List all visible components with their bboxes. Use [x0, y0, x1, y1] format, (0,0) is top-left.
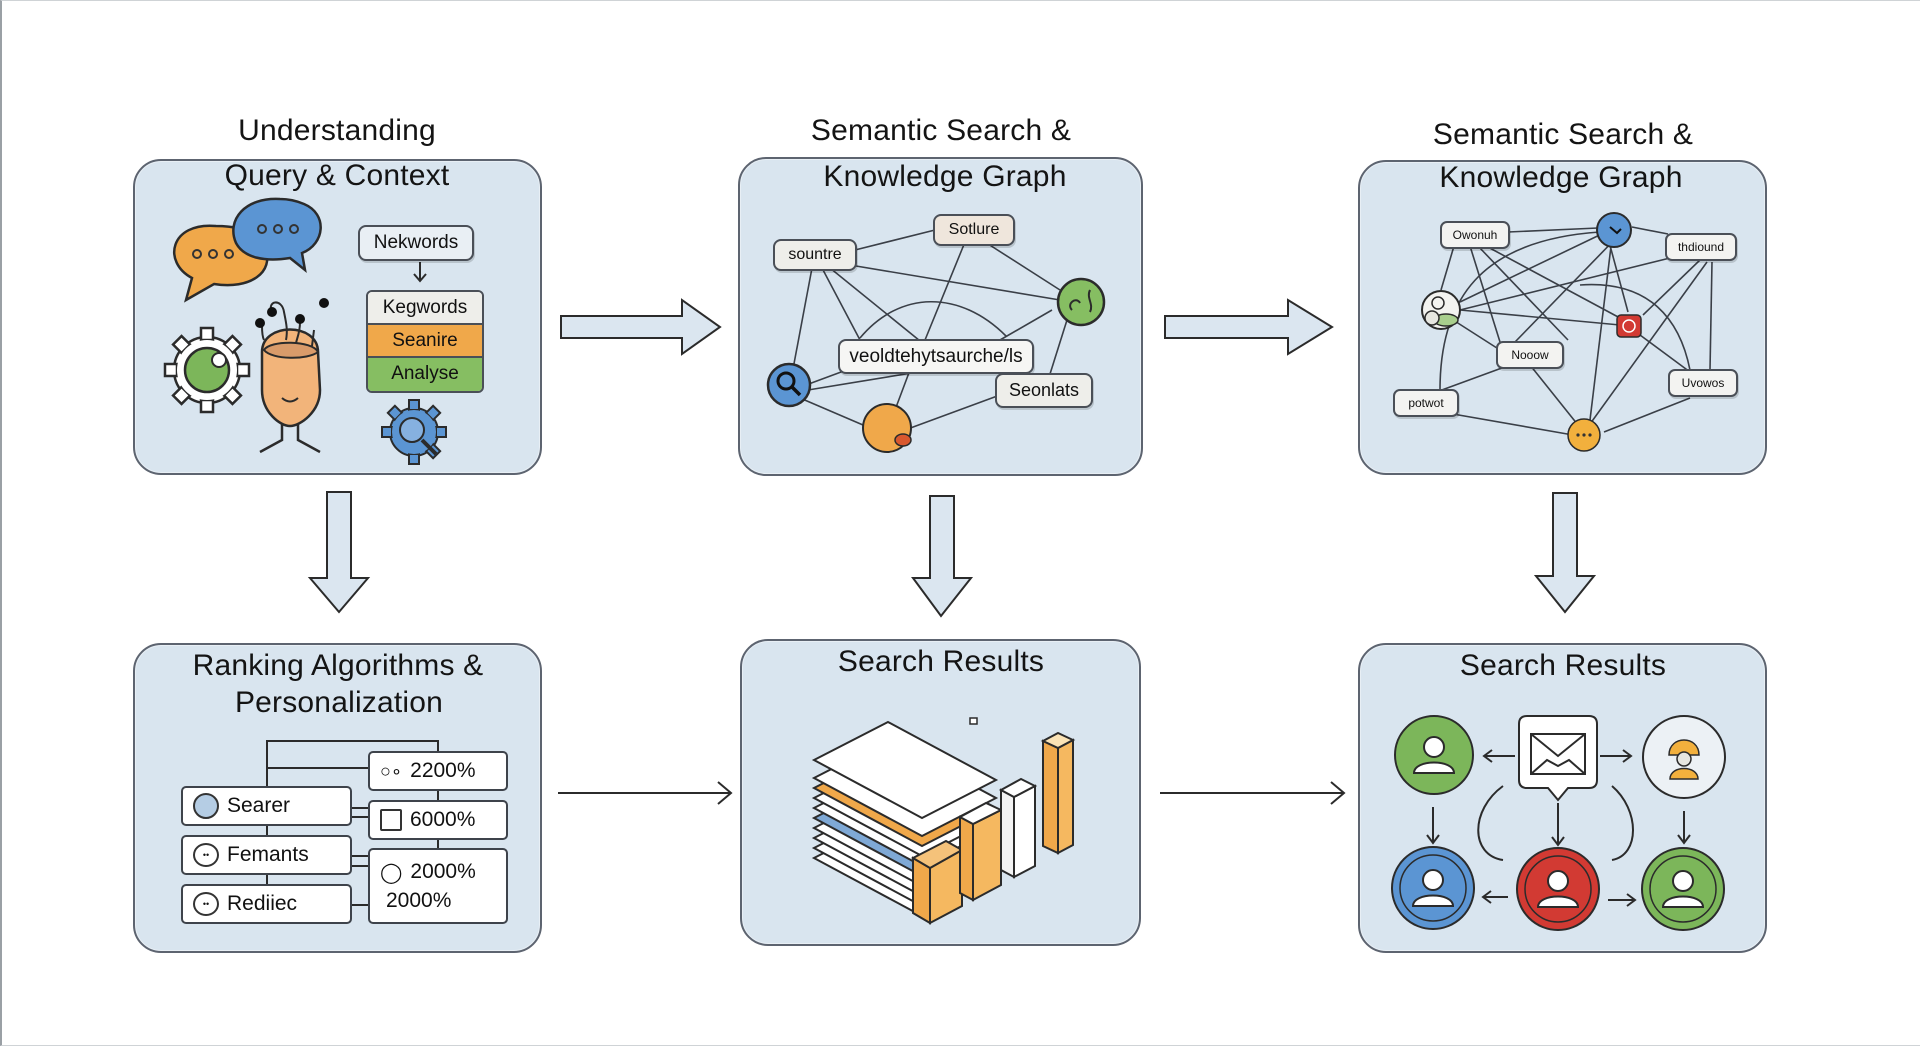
chat-face-icon: ••	[193, 843, 219, 867]
rank-item-rediiec: •• Rediiec	[181, 884, 352, 924]
rank-item-femants: •• Femants	[181, 835, 352, 875]
rank-value-2: 6000%	[368, 800, 508, 840]
circles-icon: ○∘	[380, 760, 403, 781]
orange-node-icon	[862, 403, 912, 453]
graph-node-veoldtehytsaurche: veoldtehytsaurche/ls	[838, 339, 1034, 374]
rank-value: 2000%	[410, 860, 476, 883]
user-search-icon	[193, 793, 219, 819]
arrow-line-2-icon	[1160, 781, 1346, 805]
arrow-down-1-icon	[307, 491, 371, 614]
globe-node-icon	[1056, 277, 1106, 327]
mail-icon	[1518, 715, 1598, 802]
keywords-box: Nekwords	[358, 225, 474, 261]
semantic-1-title-line2: Knowledge Graph	[823, 160, 1067, 193]
person-head-icon	[255, 298, 329, 454]
chat-face-icon: ••	[193, 892, 219, 916]
semantic-2-title-line2: Knowledge Graph	[1439, 161, 1683, 194]
gear-icon	[163, 326, 251, 414]
arrow-down-2-icon	[911, 495, 974, 618]
graph-node-sotlure: Sotlure	[933, 214, 1015, 246]
search-results-2-title: Search Results	[1459, 649, 1667, 682]
keyword-row-analyse: Analyse	[368, 358, 482, 391]
user-blue-icon	[1391, 846, 1475, 930]
rank-item-searer: Searer	[181, 786, 352, 826]
user-green-icon	[1394, 715, 1474, 795]
graph-node-thdiound: thdiound	[1665, 233, 1737, 261]
graph-node-sountre: sountre	[773, 239, 857, 271]
speech-bubbles-icon	[173, 197, 322, 303]
keyword-stack: Kegwords Seanire Analyse	[366, 290, 484, 393]
ranking-title-line2: Personalization	[234, 686, 444, 719]
graph-node-seonlats: Seonlats	[995, 373, 1093, 408]
rank-item-label: Searer	[227, 794, 291, 817]
graph-node-nooow: Nooow	[1496, 341, 1564, 369]
search-node-icon	[766, 362, 812, 408]
keyword-row-kegwords: Kegwords	[368, 292, 482, 325]
keyword-arrow-icon	[413, 262, 427, 283]
red-node-icon	[1616, 314, 1642, 338]
arrow-line-1-icon	[558, 781, 733, 805]
arrow-right-1-icon	[560, 298, 722, 356]
rank-item-label: Femants	[227, 843, 309, 866]
user-green-2-icon	[1641, 847, 1725, 931]
arrow-down-3-icon	[1533, 492, 1597, 614]
calendar-icon	[380, 809, 402, 831]
rank-value-1: ○∘ 2200%	[368, 751, 508, 791]
semantic-1-title-line1: Semantic Search &	[810, 114, 1072, 147]
rank-item-label: Rediiec	[227, 892, 298, 915]
gear-search-icon	[381, 399, 447, 465]
person-icon: ◯	[380, 861, 403, 884]
keyword-row-seanire: Seanire	[368, 325, 482, 358]
arrow-right-2-icon	[1164, 298, 1334, 356]
blue-node-icon	[1596, 212, 1632, 248]
user-worker-icon	[1642, 715, 1726, 799]
graph-node-uvowos: Uvowos	[1668, 369, 1738, 397]
graph-node-owonuh: Owonuh	[1440, 221, 1510, 249]
semantic-2-title-line1: Semantic Search &	[1432, 118, 1694, 151]
search-results-1-title: Search Results	[837, 645, 1045, 678]
bar-chart-icon	[910, 731, 1076, 925]
rank-value: 2200%	[410, 759, 476, 782]
green-node-icon	[1421, 290, 1461, 330]
rank-value-3: ◯ 2000% 2000%	[368, 848, 508, 924]
chat-node-icon	[1567, 418, 1601, 452]
query-context-title-line2: Query & Context	[224, 159, 450, 192]
user-red-icon	[1516, 847, 1600, 931]
graph-node-potwot: potwot	[1393, 389, 1459, 417]
rank-value: 6000%	[410, 808, 476, 831]
ranking-title-line1: Ranking Algorithms &	[192, 649, 484, 682]
rank-value: 2000%	[386, 888, 452, 912]
query-context-title-line1: Understanding	[238, 114, 436, 147]
